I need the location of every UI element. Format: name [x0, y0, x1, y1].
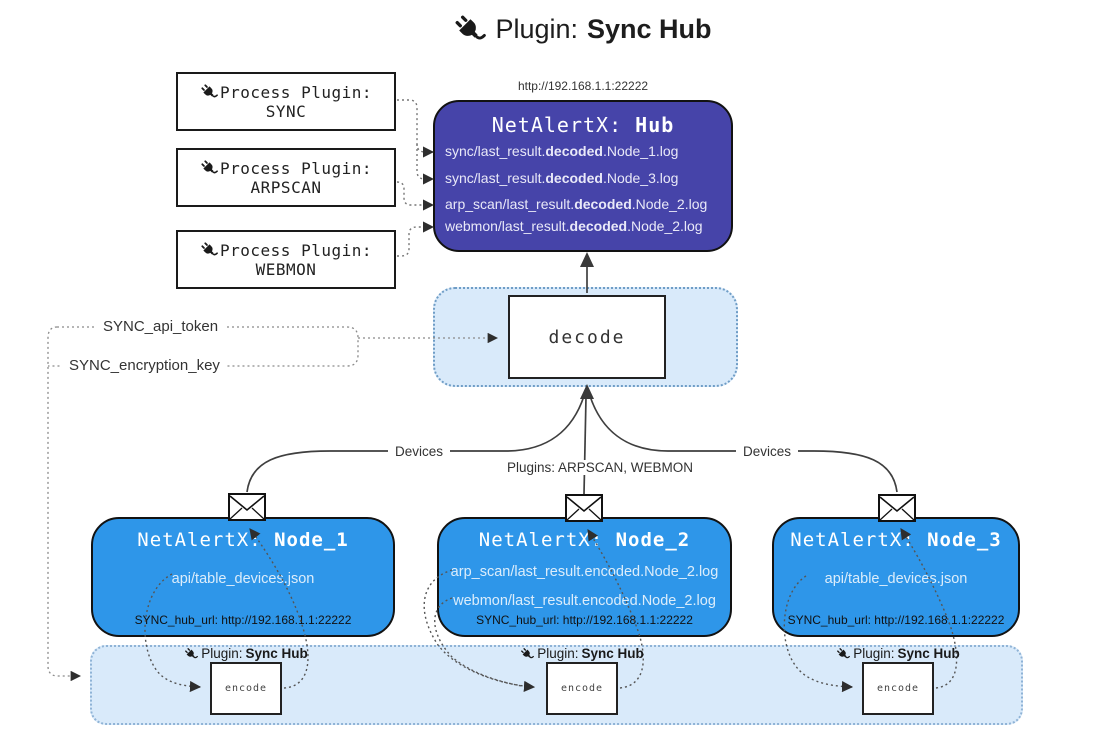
title-prefix: Plugin: [495, 14, 579, 44]
node-file: api/table_devices.json [171, 571, 315, 587]
plug-icon [184, 647, 198, 661]
node-file: api/table_devices.json [824, 571, 968, 587]
edge-sync-to-hub-1 [397, 99, 435, 158]
decode-box: decode [508, 295, 666, 379]
encoder-plugin-label: Plugin: Sync Hub [161, 646, 331, 661]
plug-icon [200, 241, 218, 259]
devices-edge-label-right: Devices [736, 444, 799, 459]
hub-log-line: arp_scan/last_result.decoded.Node_2.log [445, 196, 708, 212]
devices-edge-label-left: Devices [388, 444, 451, 459]
node-file: webmon/last_result.encoded.Node_2.log [453, 593, 716, 609]
encoder-plugin-label: Plugin: Sync Hub [497, 646, 667, 661]
process-plugin-sync-box: Process Plugin: SYNC [176, 72, 396, 131]
edge-arpscan-to-hub [396, 181, 435, 211]
hub-url-label: http://192.168.1.1:22222 [517, 79, 649, 93]
plug-icon [520, 647, 534, 661]
hub-box: NetAlertX: Hub sync/last_result.decoded.… [433, 100, 733, 252]
node1-box: NetAlertX: Node_1 api/table_devices.json… [91, 517, 395, 637]
edge-sync-to-hub-2 [416, 144, 435, 185]
process-plugin-label: Process Plugin: [220, 240, 372, 260]
sync-encryption-key-label: SYNC_encryption_key [62, 357, 227, 374]
hub-log-line: sync/last_result.decoded.Node_3.log [445, 170, 679, 186]
edge-node2-to-decode [583, 396, 587, 495]
node-hub-url: SYNC_hub_url: http://192.168.1.1:22222 [476, 613, 693, 627]
process-plugin-name: SYNC [265, 101, 307, 121]
sync-api-token-label: SYNC_api_token [96, 318, 226, 335]
hub-title: NetAlertX: Hub [491, 113, 675, 137]
node-title: NetAlertX: Node_2 [478, 529, 691, 551]
node-hub-url: SYNC_hub_url: http://192.168.1.1:22222 [134, 613, 352, 627]
process-plugin-name: WEBMON [255, 259, 317, 279]
node-title: NetAlertX: Node_3 [790, 529, 1002, 551]
secrets-to-band [47, 326, 82, 682]
process-plugin-webmon-box: Process Plugin: WEBMON [176, 230, 396, 289]
node2-box: NetAlertX: Node_2 arp_scan/last_result.e… [437, 517, 732, 637]
process-plugin-arpscan-box: Process Plugin: ARPSCAN [176, 148, 396, 207]
process-plugin-label: Process Plugin: [220, 158, 372, 178]
encode-box: encode [862, 662, 934, 715]
plug-icon [200, 159, 218, 177]
node-hub-url: SYNC_hub_url: http://192.168.1.1:22222 [787, 613, 1005, 627]
plug-icon [200, 83, 218, 101]
encode-box: encode [210, 662, 282, 715]
arrowhead-hub-in [580, 252, 594, 267]
process-plugin-label: Process Plugin: [220, 82, 372, 102]
node-title: NetAlertX: Node_1 [137, 529, 349, 551]
hub-log-line: webmon/last_result.decoded.Node_2.log [445, 218, 703, 234]
hub-log-line: sync/last_result.decoded.Node_1.log [445, 143, 679, 159]
node-file: arp_scan/last_result.encoded.Node_2.log [450, 564, 719, 580]
page-title: Plugin: Sync Hub [24, 13, 1117, 46]
process-plugin-name: ARPSCAN [250, 177, 322, 197]
encoder-plugin-label: Plugin: Sync Hub [813, 646, 983, 661]
encode-box: encode [546, 662, 618, 715]
plugins-edge-label: Plugins: ARPSCAN, WEBMON [500, 460, 701, 475]
plug-icon [836, 647, 850, 661]
title-name: Sync Hub [587, 14, 712, 44]
plug-icon [453, 13, 486, 46]
node3-box: NetAlertX: Node_3 api/table_devices.json… [772, 517, 1020, 637]
edge-webmon-to-hub [397, 221, 435, 257]
